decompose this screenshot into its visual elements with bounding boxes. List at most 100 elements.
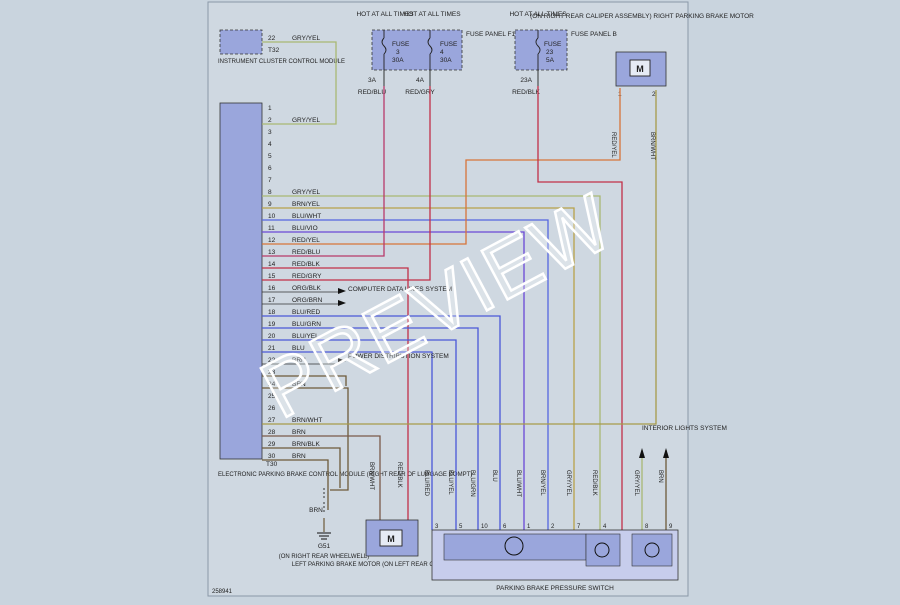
switch-wire-label: BLU/RED bbox=[423, 470, 429, 497]
wire-red-gry bbox=[262, 86, 431, 281]
switch-pin-number: 7 bbox=[577, 524, 581, 530]
module-pin-number: 21 bbox=[268, 345, 276, 352]
module-pin-number: 26 bbox=[268, 405, 276, 412]
module-pin-wire-label: RED/BLU bbox=[292, 249, 320, 256]
switch-pin-number: 9 bbox=[669, 524, 673, 530]
switch-pin-number: 10 bbox=[481, 524, 488, 530]
instrument-cluster-wire: GRY/YEL bbox=[292, 35, 320, 42]
module-pin-number: 30 bbox=[268, 453, 276, 460]
fuse-panel-f1: HOT AT ALL TIMES HOT AT ALL TIMES FUSE 3… bbox=[356, 11, 515, 96]
wire-blu-grn bbox=[262, 327, 479, 530]
switch-wire-label: BLU/GRN bbox=[469, 470, 475, 497]
ground-icon bbox=[317, 532, 331, 540]
left-motor-symbol-icon bbox=[379, 529, 403, 547]
led-2-box bbox=[631, 533, 673, 567]
module-pin-wire-label: ORG/BRN bbox=[292, 297, 323, 304]
module-pin-wire-label: GRY/YEL bbox=[292, 189, 320, 196]
right-motor-caption: (ON RIGHT REAR CALIPER ASSEMBLY) RIGHT P… bbox=[530, 13, 754, 20]
left-motor-caption: LEFT PARKING BRAKE MOTOR (ON LEFT REAR C… bbox=[292, 562, 491, 568]
fuse-23-wire-label: RED/BLK bbox=[512, 89, 540, 96]
computer-data-lines-label: COMPUTER DATA LINES SYSTEM bbox=[348, 286, 452, 293]
ground-wire-label: BRN bbox=[309, 507, 323, 514]
instrument-cluster-connector: T32 bbox=[268, 47, 280, 54]
module-pin-number: 17 bbox=[268, 297, 276, 304]
wire-blu-vio bbox=[262, 231, 525, 530]
parking-brake-pressure-switch: PARKING BRAKE PRESSURE SWITCH bbox=[431, 529, 679, 592]
wire-blu-yel bbox=[262, 339, 457, 530]
fuse-23-symbol bbox=[535, 30, 541, 86]
module-pin-number: 28 bbox=[268, 429, 276, 436]
ground-id: G51 bbox=[318, 543, 331, 550]
fuse-4-terminal: 4A bbox=[416, 77, 425, 84]
arrow-lights-brn bbox=[663, 448, 669, 458]
switch-wire-label: BRN/YEL bbox=[539, 470, 545, 496]
module-pin-number: 15 bbox=[268, 273, 276, 280]
fuse-3-wire-label: RED/BLU bbox=[358, 89, 386, 96]
module-pin-number: 1 bbox=[268, 105, 272, 112]
module-pin-number: 11 bbox=[268, 225, 275, 232]
right-motor-pin-2: 2 bbox=[652, 91, 656, 98]
instrument-cluster-control-module: INSTRUMENT CLUSTER CONTROL MODULE 22 T32… bbox=[218, 29, 345, 65]
module-pin-wire-label: RED/BLK bbox=[292, 261, 320, 268]
system-arrows bbox=[338, 288, 669, 458]
right-motor-wire-2: BRN/WHT bbox=[649, 132, 655, 160]
module-pin-wire-label: BRN bbox=[292, 453, 306, 460]
switch-pin-number: 6 bbox=[503, 524, 507, 530]
instrument-cluster-label: INSTRUMENT CLUSTER CONTROL MODULE bbox=[218, 59, 345, 65]
wire-red-blk-switch bbox=[537, 86, 623, 530]
switch-pin-number: 3 bbox=[435, 524, 439, 530]
wire-brn-22 bbox=[262, 375, 347, 386]
fuse-4-label: FUSE bbox=[440, 41, 458, 48]
right-parking-brake-motor: (ON RIGHT REAR CALIPER ASSEMBLY) RIGHT P… bbox=[530, 13, 754, 160]
fuse-4-number: 4 bbox=[440, 49, 444, 56]
module-pin-number: 7 bbox=[268, 177, 272, 184]
switch-wire-label: GRY/YEL bbox=[565, 470, 571, 497]
led-1-box bbox=[585, 533, 621, 567]
wire-blu-wht bbox=[262, 219, 549, 530]
epb-module-connector: T30 bbox=[266, 461, 278, 468]
fuse-3-rating: 30A bbox=[392, 57, 404, 64]
fuse-3-label: FUSE bbox=[392, 41, 410, 48]
diagram-sheet bbox=[207, 1, 689, 597]
module-pin-number: 24 bbox=[268, 381, 276, 388]
module-pin-number: 19 bbox=[268, 321, 276, 328]
switch-pin-number: 4 bbox=[603, 524, 607, 530]
fuse-panel-f1-label: FUSE PANEL F1 bbox=[466, 31, 516, 38]
left-parking-brake-motor: BRN/WHT RED/BLK M LEFT PARKING BRAKE MOT… bbox=[292, 462, 491, 568]
module-pin-number: 14 bbox=[268, 261, 276, 268]
module-pin-wire-label: BLU/GRN bbox=[292, 321, 321, 328]
module-pin-wire-label: BRN bbox=[292, 357, 306, 364]
power-distribution-label: POWER DISTRIBUTION SYSTEM bbox=[348, 353, 449, 360]
wire-red-blk-motor bbox=[262, 267, 409, 530]
module-pin-wire-label: BLU bbox=[292, 345, 305, 352]
module-pin-number: 16 bbox=[268, 285, 276, 292]
switch-wire-label: BLU bbox=[491, 470, 497, 482]
module-pin-wire-label: BRN/BLK bbox=[292, 441, 320, 448]
switch-wire-label: BLU/WHT bbox=[515, 470, 521, 497]
switch-label: PARKING BRAKE PRESSURE SWITCH bbox=[496, 585, 614, 592]
fuse-panel-b-label: FUSE PANEL B bbox=[571, 31, 617, 38]
fuse-3-number: 3 bbox=[396, 49, 400, 56]
wire-brn-wht-left bbox=[262, 435, 381, 528]
fuse-4-symbol bbox=[427, 30, 433, 86]
fuse-4-rating: 30A bbox=[440, 57, 452, 64]
fuse-23-rating: 5A bbox=[546, 57, 555, 64]
epb-module-box bbox=[219, 102, 263, 460]
arrow-pin16 bbox=[338, 288, 346, 294]
wire-gry-yel-pin8 bbox=[262, 195, 601, 530]
switch-inner-box bbox=[443, 533, 587, 561]
fuse-3-symbol bbox=[381, 30, 387, 86]
switch-pin-number: 1 bbox=[527, 524, 531, 530]
wire-brn-yel bbox=[262, 207, 575, 530]
module-pin-number: 12 bbox=[268, 237, 276, 244]
module-pin-wire-label: BRN bbox=[292, 381, 306, 388]
left-motor-symbol: M bbox=[387, 534, 395, 544]
fuse-4-hot-label: HOT AT ALL TIMES bbox=[403, 11, 461, 18]
switch-wire-label: GRY/YEL bbox=[633, 470, 639, 497]
module-pin-wire-label: BLU/RED bbox=[292, 309, 320, 316]
ground-location: (ON RIGHT REAR WHEELWELL) bbox=[279, 554, 369, 560]
module-pin-wire-label: BRN/YEL bbox=[292, 201, 320, 208]
module-pin-number: 10 bbox=[268, 213, 276, 220]
module-pin-wire-label: BLU/VIO bbox=[292, 225, 318, 232]
